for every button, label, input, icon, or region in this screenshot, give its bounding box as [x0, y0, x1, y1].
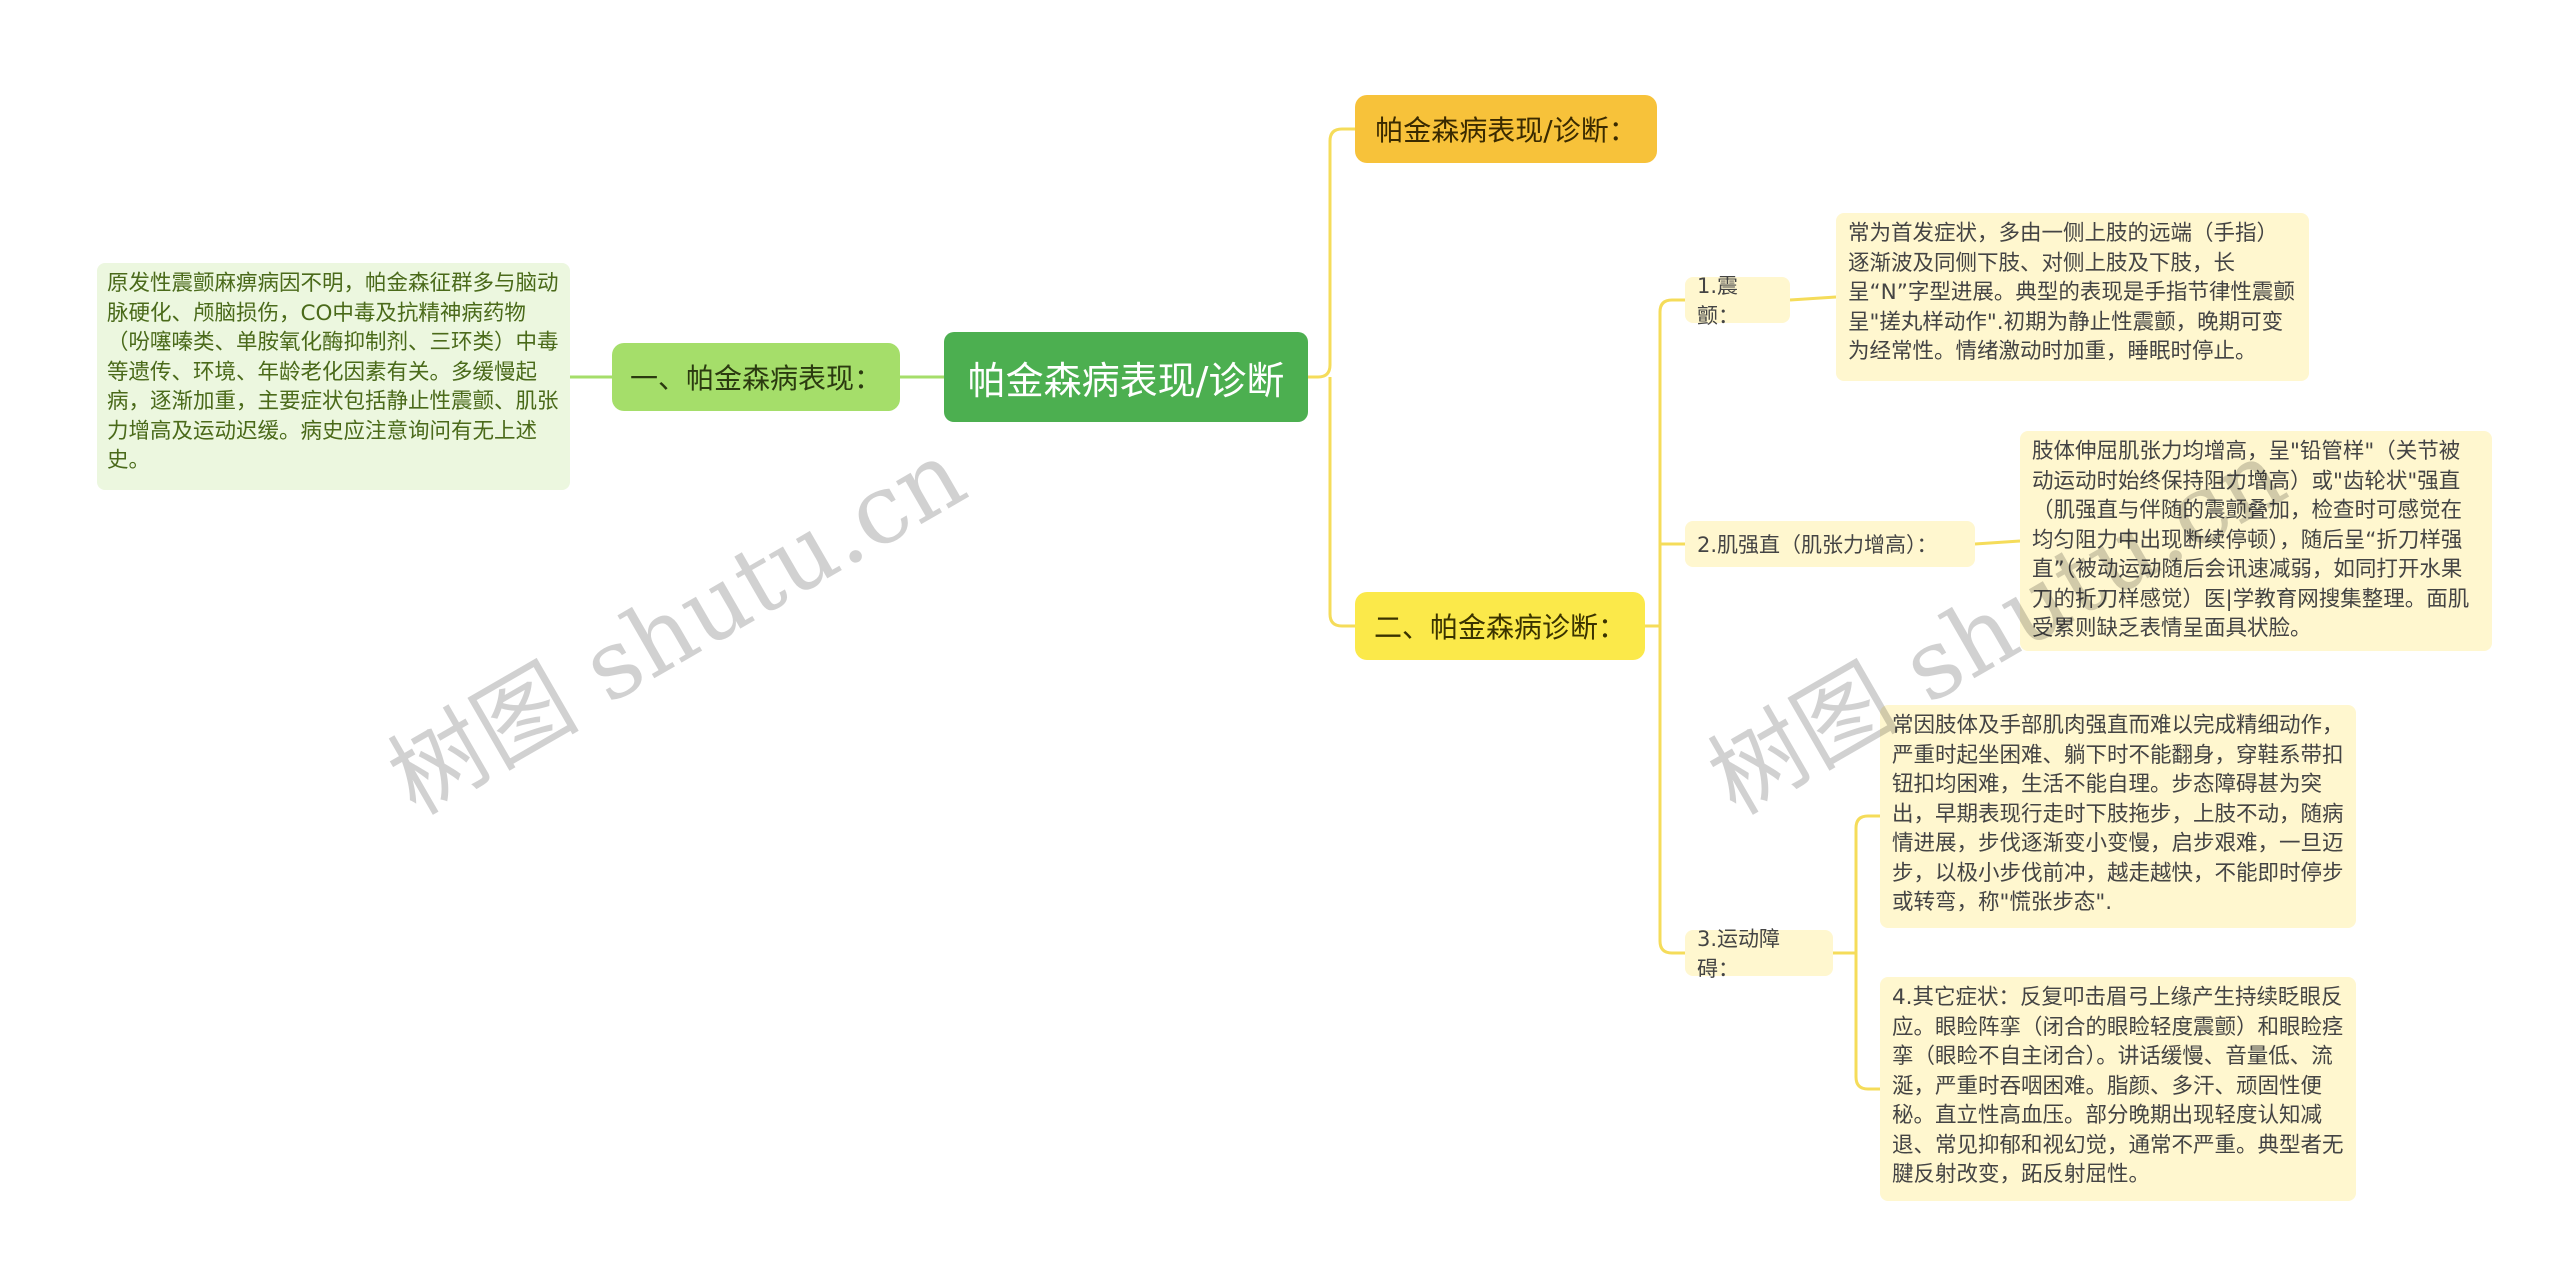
branch-diagnosis-label: 二、帕金森病诊断：	[1373, 611, 1626, 644]
link-n3-t4	[1854, 953, 1880, 1091]
link-root-right	[1308, 127, 1355, 379]
leaf-manifestation-text[interactable]: 原发性震颤麻痹病因不明，帕金森征群多与脑动脉硬化、颅脑损伤，CO中毒及抗精神病药…	[97, 263, 570, 490]
branch-title[interactable]: 帕金森病表现/诊断：	[1355, 95, 1657, 163]
leaf-movement-content: 常因肢体及手部肌肉强直而难以完成精细动作，严重时起坐困难、躺下时不能翻身，穿鞋系…	[1892, 713, 2344, 915]
branch-diagnosis[interactable]: 二、帕金森病诊断：	[1355, 592, 1645, 660]
root-label: 帕金森病表现/诊断	[967, 358, 1285, 403]
branch-title-label: 帕金森病表现/诊断：	[1375, 114, 1637, 147]
branch-manifestation[interactable]: 一、帕金森病表现：	[612, 343, 900, 411]
link-n3-t3	[1854, 814, 1880, 953]
item-tremor[interactable]: 1.震颤：	[1685, 274, 1790, 328]
item-movement-label: 3.运动障碍：	[1697, 927, 1781, 981]
branch-manifestation-label: 一、帕金森病表现：	[629, 362, 882, 395]
leaf-rigidity-text[interactable]: 肢体伸屈肌张力均增高，呈"铅管样"（关节被动运动时始终保持阻力增高）或"齿轮状"…	[2020, 431, 2492, 651]
item-rigidity-label: 2.肌强直（肌张力增高）：	[1697, 533, 1938, 557]
link-diag-n1	[1658, 298, 1685, 626]
item-tremor-label: 1.震颤：	[1697, 274, 1739, 328]
leaf-tremor-text[interactable]: 常为首发症状，多由一侧上肢的远端（手指）逐渐波及同侧下肢、对侧上肢及下肢，长呈“…	[1836, 213, 2309, 381]
leaf-other-symptoms-text[interactable]: 4.其它症状：反复叩击眉弓上缘产生持续眨眼反应。眼睑阵挛（闭合的眼睑轻度震颤）和…	[1880, 977, 2356, 1201]
root-node[interactable]: 帕金森病表现/诊断	[944, 332, 1308, 422]
item-movement-disorder[interactable]: 3.运动障碍：	[1685, 927, 1833, 981]
leaf-movement-text[interactable]: 常因肢体及手部肌肉强直而难以完成精细动作，严重时起坐困难、躺下时不能翻身，穿鞋系…	[1880, 705, 2356, 928]
item-rigidity[interactable]: 2.肌强直（肌张力增高）：	[1685, 521, 1975, 567]
link-diag-n3	[1658, 626, 1685, 955]
link-n2-t2	[1974, 539, 2021, 546]
link-n1-t1	[1789, 295, 1837, 302]
leaf-other-symptoms-content: 4.其它症状：反复叩击眉弓上缘产生持续眨眼反应。眼睑阵挛（闭合的眼睑轻度震颤）和…	[1892, 985, 2344, 1187]
link-root-diag	[1328, 377, 1355, 628]
leaf-rigidity-content: 肢体伸屈肌张力均增高，呈"铅管样"（关节被动运动时始终保持阻力增高）或"齿轮状"…	[2032, 439, 2470, 641]
leaf-tremor-content: 常为首发症状，多由一侧上肢的远端（手指）逐渐波及同侧下肢、对侧上肢及下肢，长呈“…	[1848, 221, 2295, 364]
leaf-manifestation-content: 原发性震颤麻痹病因不明，帕金森征群多与脑动脉硬化、颅脑损伤，CO中毒及抗精神病药…	[107, 271, 559, 473]
